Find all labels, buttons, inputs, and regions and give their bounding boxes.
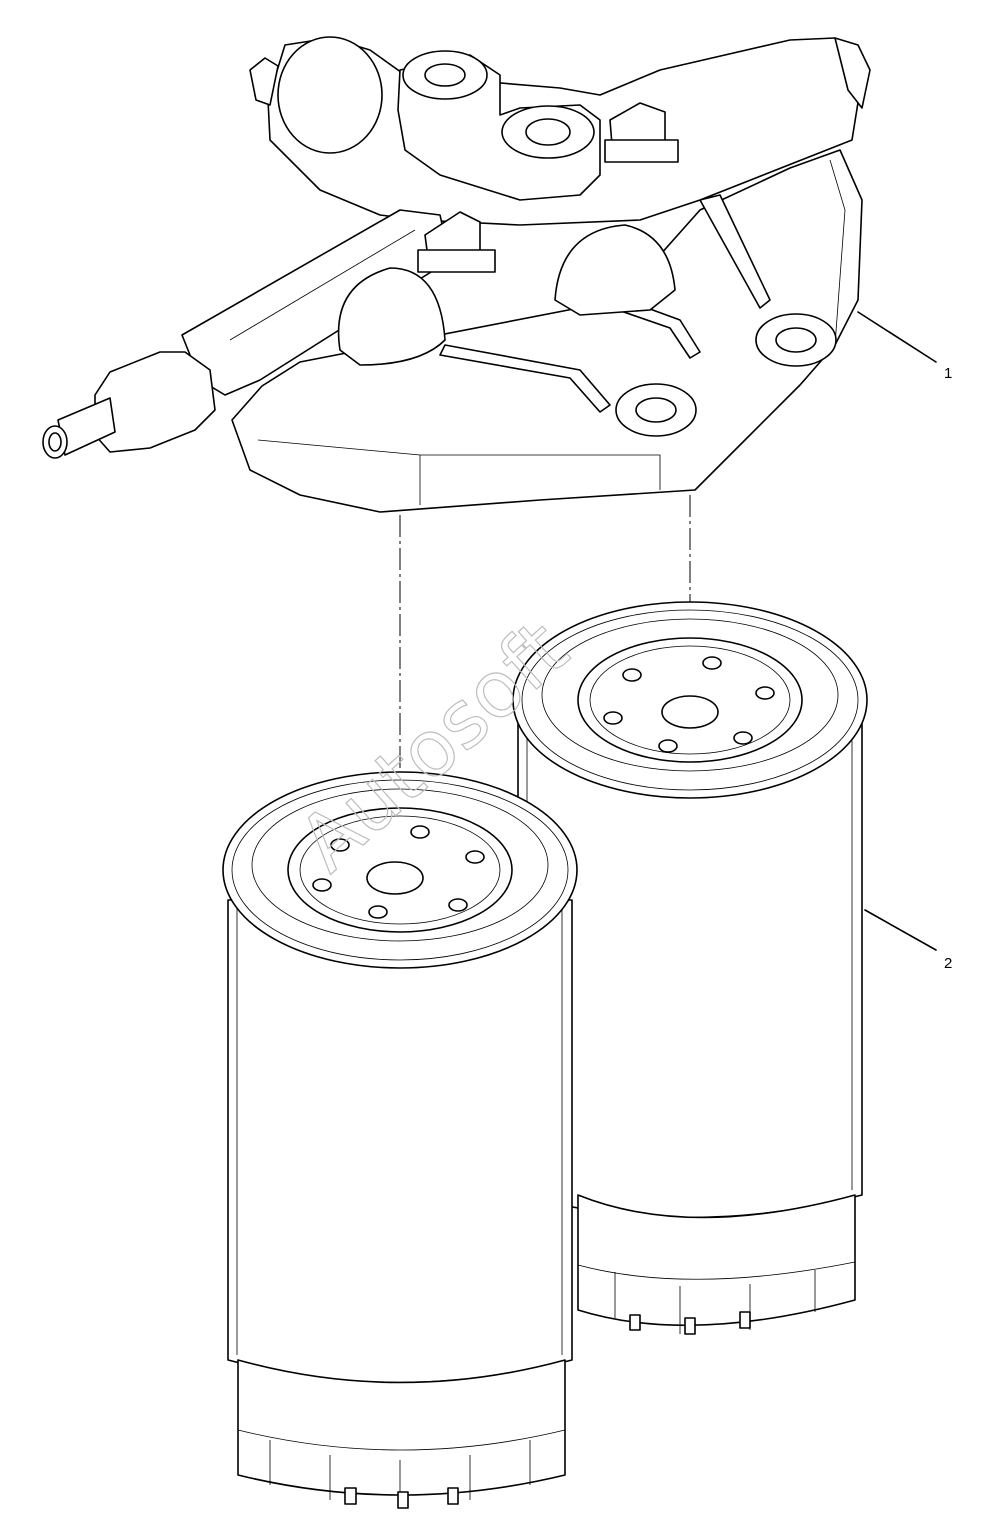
filter-head-bracket-icon bbox=[42, 36, 871, 513]
callout-label-1: 1 bbox=[944, 365, 952, 382]
spin-on-fuel-filter-icon-rear bbox=[512, 601, 868, 1335]
bleed-screw-icon bbox=[417, 211, 496, 273]
callout-label-2: 2 bbox=[944, 955, 952, 972]
callout-2: 2 bbox=[864, 909, 952, 972]
spin-on-fuel-filter-icon-front bbox=[222, 771, 578, 1509]
bleed-screw-icon bbox=[604, 102, 679, 163]
callout-1: 1 bbox=[857, 311, 952, 382]
